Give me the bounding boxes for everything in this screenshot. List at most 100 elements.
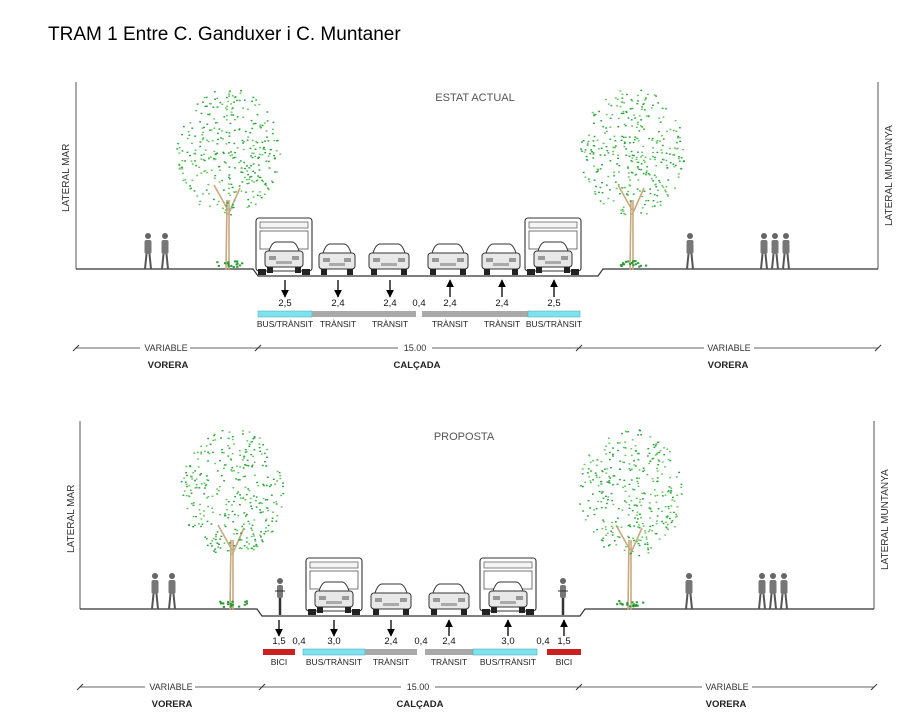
lane-width-label: 2,5 [547,298,560,309]
zone-label-left: VORERA [152,699,193,710]
lane-name-label: BUS/TRÀNSIT [257,319,313,329]
lane-name-label: BUS/TRÀNSIT [306,657,362,667]
lane-gap: 0,4 [414,636,427,647]
bus-icon [479,557,537,615]
car-icon [533,241,573,273]
lane-name-label: BUS/TRÀNSIT [526,319,582,329]
cyclist-icon [558,578,568,615]
section-heading: ESTAT ACTUAL [435,92,514,104]
dimension-center-label: 15.00 [407,682,430,692]
pedestrian-icon [758,573,766,610]
dimension-left-label: VARIABLE [144,343,187,353]
tree-icon [580,89,685,271]
lane-width-label: 2,4 [383,298,396,309]
dimension-center-label: 15.00 [404,343,427,353]
zone-label-left: VORERA [148,360,189,371]
lane-color-band [422,311,476,317]
lane-name-label: TRÀNSIT [484,319,520,329]
tree-icon [176,90,282,271]
lane-color-band [302,648,366,656]
lane-width-label: 3,0 [501,636,514,647]
side-label-left: LATERAL MAR [61,144,72,212]
dimension-left-label: VARIABLE [149,682,192,692]
pedestrian-icon [161,233,169,270]
lane-color-band [527,310,581,318]
lane-color-band [312,311,364,317]
car-icon [428,583,470,615]
cyclist-icon [275,578,285,615]
lane-color-band [547,649,581,655]
lane-name-label: BICI [556,657,573,667]
lane-color-band [365,649,417,655]
pedestrian-icon [151,573,159,610]
car-icon [264,241,304,273]
section-heading: PROPOSTA [434,431,495,443]
bus-icon [305,557,363,615]
car-icon [427,243,469,275]
car-icon [368,243,410,275]
lane-width-label: 2,4 [443,298,456,309]
lane-color-band [472,648,538,656]
bus-icon [255,217,313,275]
pedestrian-icon [769,573,777,610]
pedestrian-icon [685,573,693,610]
bus-icon [524,217,582,275]
pedestrian-icon [760,233,768,270]
dimension-right-label: VARIABLE [707,343,750,353]
pedestrian-icon [771,233,779,270]
zone-label-right: VORERA [706,699,747,710]
street-profile [76,268,878,277]
lane-name-label: TRÀNSIT [431,657,467,667]
car-icon [370,583,412,615]
car-icon [314,581,354,613]
lane-width-label: 2,4 [331,298,344,309]
section-estat-actual: ESTAT ACTUAL LATERAL MAR LATERAL MUNTANY… [61,82,895,371]
lane-width-label: 2,5 [278,298,291,309]
zone-label-right: VORERA [708,360,749,371]
section-proposta: PROPOSTA LATERAL MAR LATERAL MUNTANYA 1,… [66,421,891,710]
car-icon [481,243,521,275]
pedestrian-icon [686,233,694,270]
side-label-right: LATERAL MUNTANYA [880,469,891,570]
lane-width-label: 1,5 [272,636,285,647]
tree-icon [579,429,683,611]
lane-name-label: TRÀNSIT [373,657,409,667]
lane-gap: 0,4 [536,636,549,647]
lane-color-band [425,649,473,655]
lane-width-label: 0,4 [412,298,425,309]
lane-name-label: TRÀNSIT [432,319,468,329]
dimension-line: VARIABLE 15.00 VARIABLE [72,341,882,353]
side-label-right: LATERAL MUNTANYA [884,125,895,226]
pedestrian-icon [144,233,152,270]
lane-name-label: BUS/TRÀNSIT [480,657,536,667]
street-profile [80,608,874,617]
lane-color-band [257,310,313,318]
street-scene [144,89,790,275]
lane-gap: 0,4 [412,298,425,309]
lane-width-label: 2,4 [384,636,397,647]
street-scene [151,429,788,615]
lane-name-label: BICI [271,657,288,667]
tree-icon [180,430,285,611]
lane-width-label: 2,4 [442,636,455,647]
lane-width-label: 0,4 [414,636,427,647]
lane-width-label: 1,5 [557,636,570,647]
car-icon [318,243,356,275]
pedestrian-icon [168,573,176,610]
lane-name-label: TRÀNSIT [372,319,408,329]
lane-color-band [476,311,528,317]
zone-label-center: CALÇADA [394,360,441,371]
car-icon [488,581,528,613]
lane-width-label: 0,4 [292,636,305,647]
